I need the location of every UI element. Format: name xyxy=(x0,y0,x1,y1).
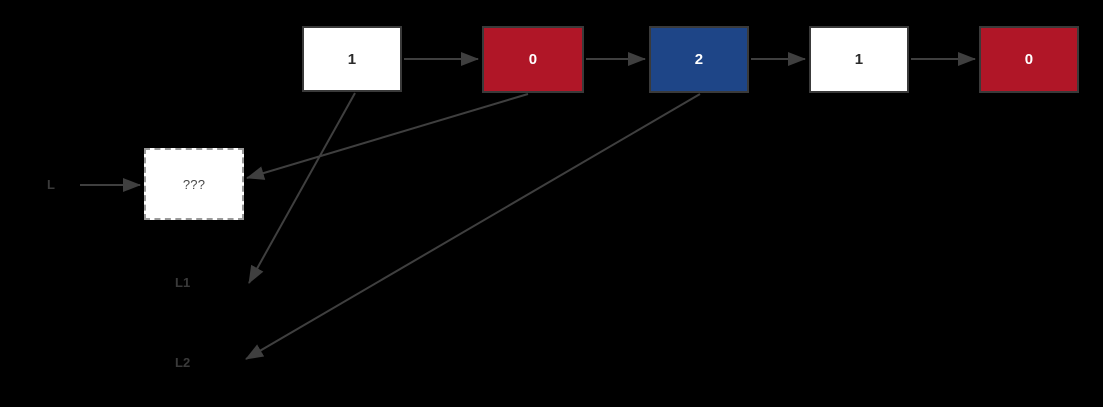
unknown-node[interactable]: ??? xyxy=(144,148,244,220)
pointer-label-l: L xyxy=(47,177,55,192)
pointer-arrow-3 xyxy=(245,93,701,360)
pointer-label-l2: L2 xyxy=(175,355,191,370)
pointer-arrow-2 xyxy=(246,93,529,180)
pointer-label-l1: L1 xyxy=(175,275,191,290)
pointer-edges xyxy=(80,92,701,360)
chain-node-3[interactable]: 1 xyxy=(809,26,909,93)
pointer-arrow-1 xyxy=(248,92,356,284)
chain-node-1[interactable]: 0 xyxy=(482,26,584,93)
chain-node-2[interactable]: 2 xyxy=(649,26,749,93)
chain-node-4[interactable]: 0 xyxy=(979,26,1079,93)
chain-node-0[interactable]: 1 xyxy=(302,26,402,92)
